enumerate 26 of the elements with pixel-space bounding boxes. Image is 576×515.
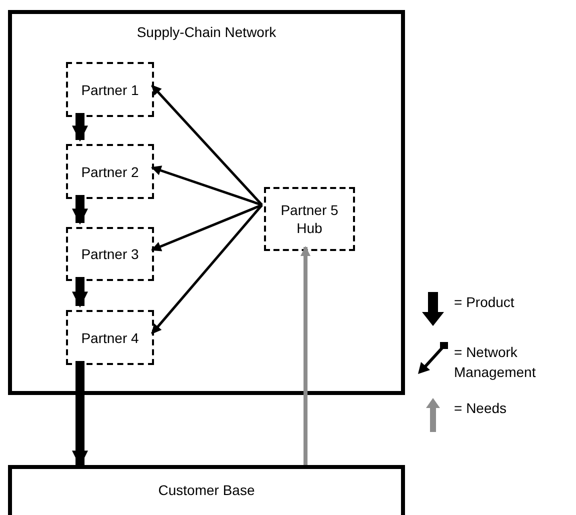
arrow xyxy=(151,204,262,252)
arrow xyxy=(151,166,262,206)
arrow xyxy=(72,277,88,308)
legend-label: = Needs xyxy=(454,399,508,418)
partner-box xyxy=(66,62,154,117)
customer-box xyxy=(8,465,405,515)
frame-heading: Supply-Chain Network xyxy=(136,23,278,42)
node-label: Partner 2 xyxy=(80,162,140,180)
node-label: Partner 1 xyxy=(80,80,140,98)
arrow xyxy=(72,195,88,225)
partner-box xyxy=(66,227,154,281)
legend-label: = Network Management xyxy=(454,343,537,382)
node-label: Partner 3 xyxy=(80,245,140,263)
arrow xyxy=(72,361,88,467)
node-label: Partner 5 Hub xyxy=(280,201,340,237)
partner-box xyxy=(264,187,355,251)
arrow xyxy=(151,84,263,206)
node-label: Customer Base xyxy=(158,480,255,500)
arrow xyxy=(151,204,263,334)
arrow xyxy=(72,113,88,142)
node-label: Partner 4 xyxy=(80,328,140,346)
arrow xyxy=(300,246,310,465)
partner-box xyxy=(66,144,154,199)
partner-box xyxy=(66,310,154,365)
legend-label: = Product xyxy=(454,293,516,312)
network-frame xyxy=(8,10,405,395)
